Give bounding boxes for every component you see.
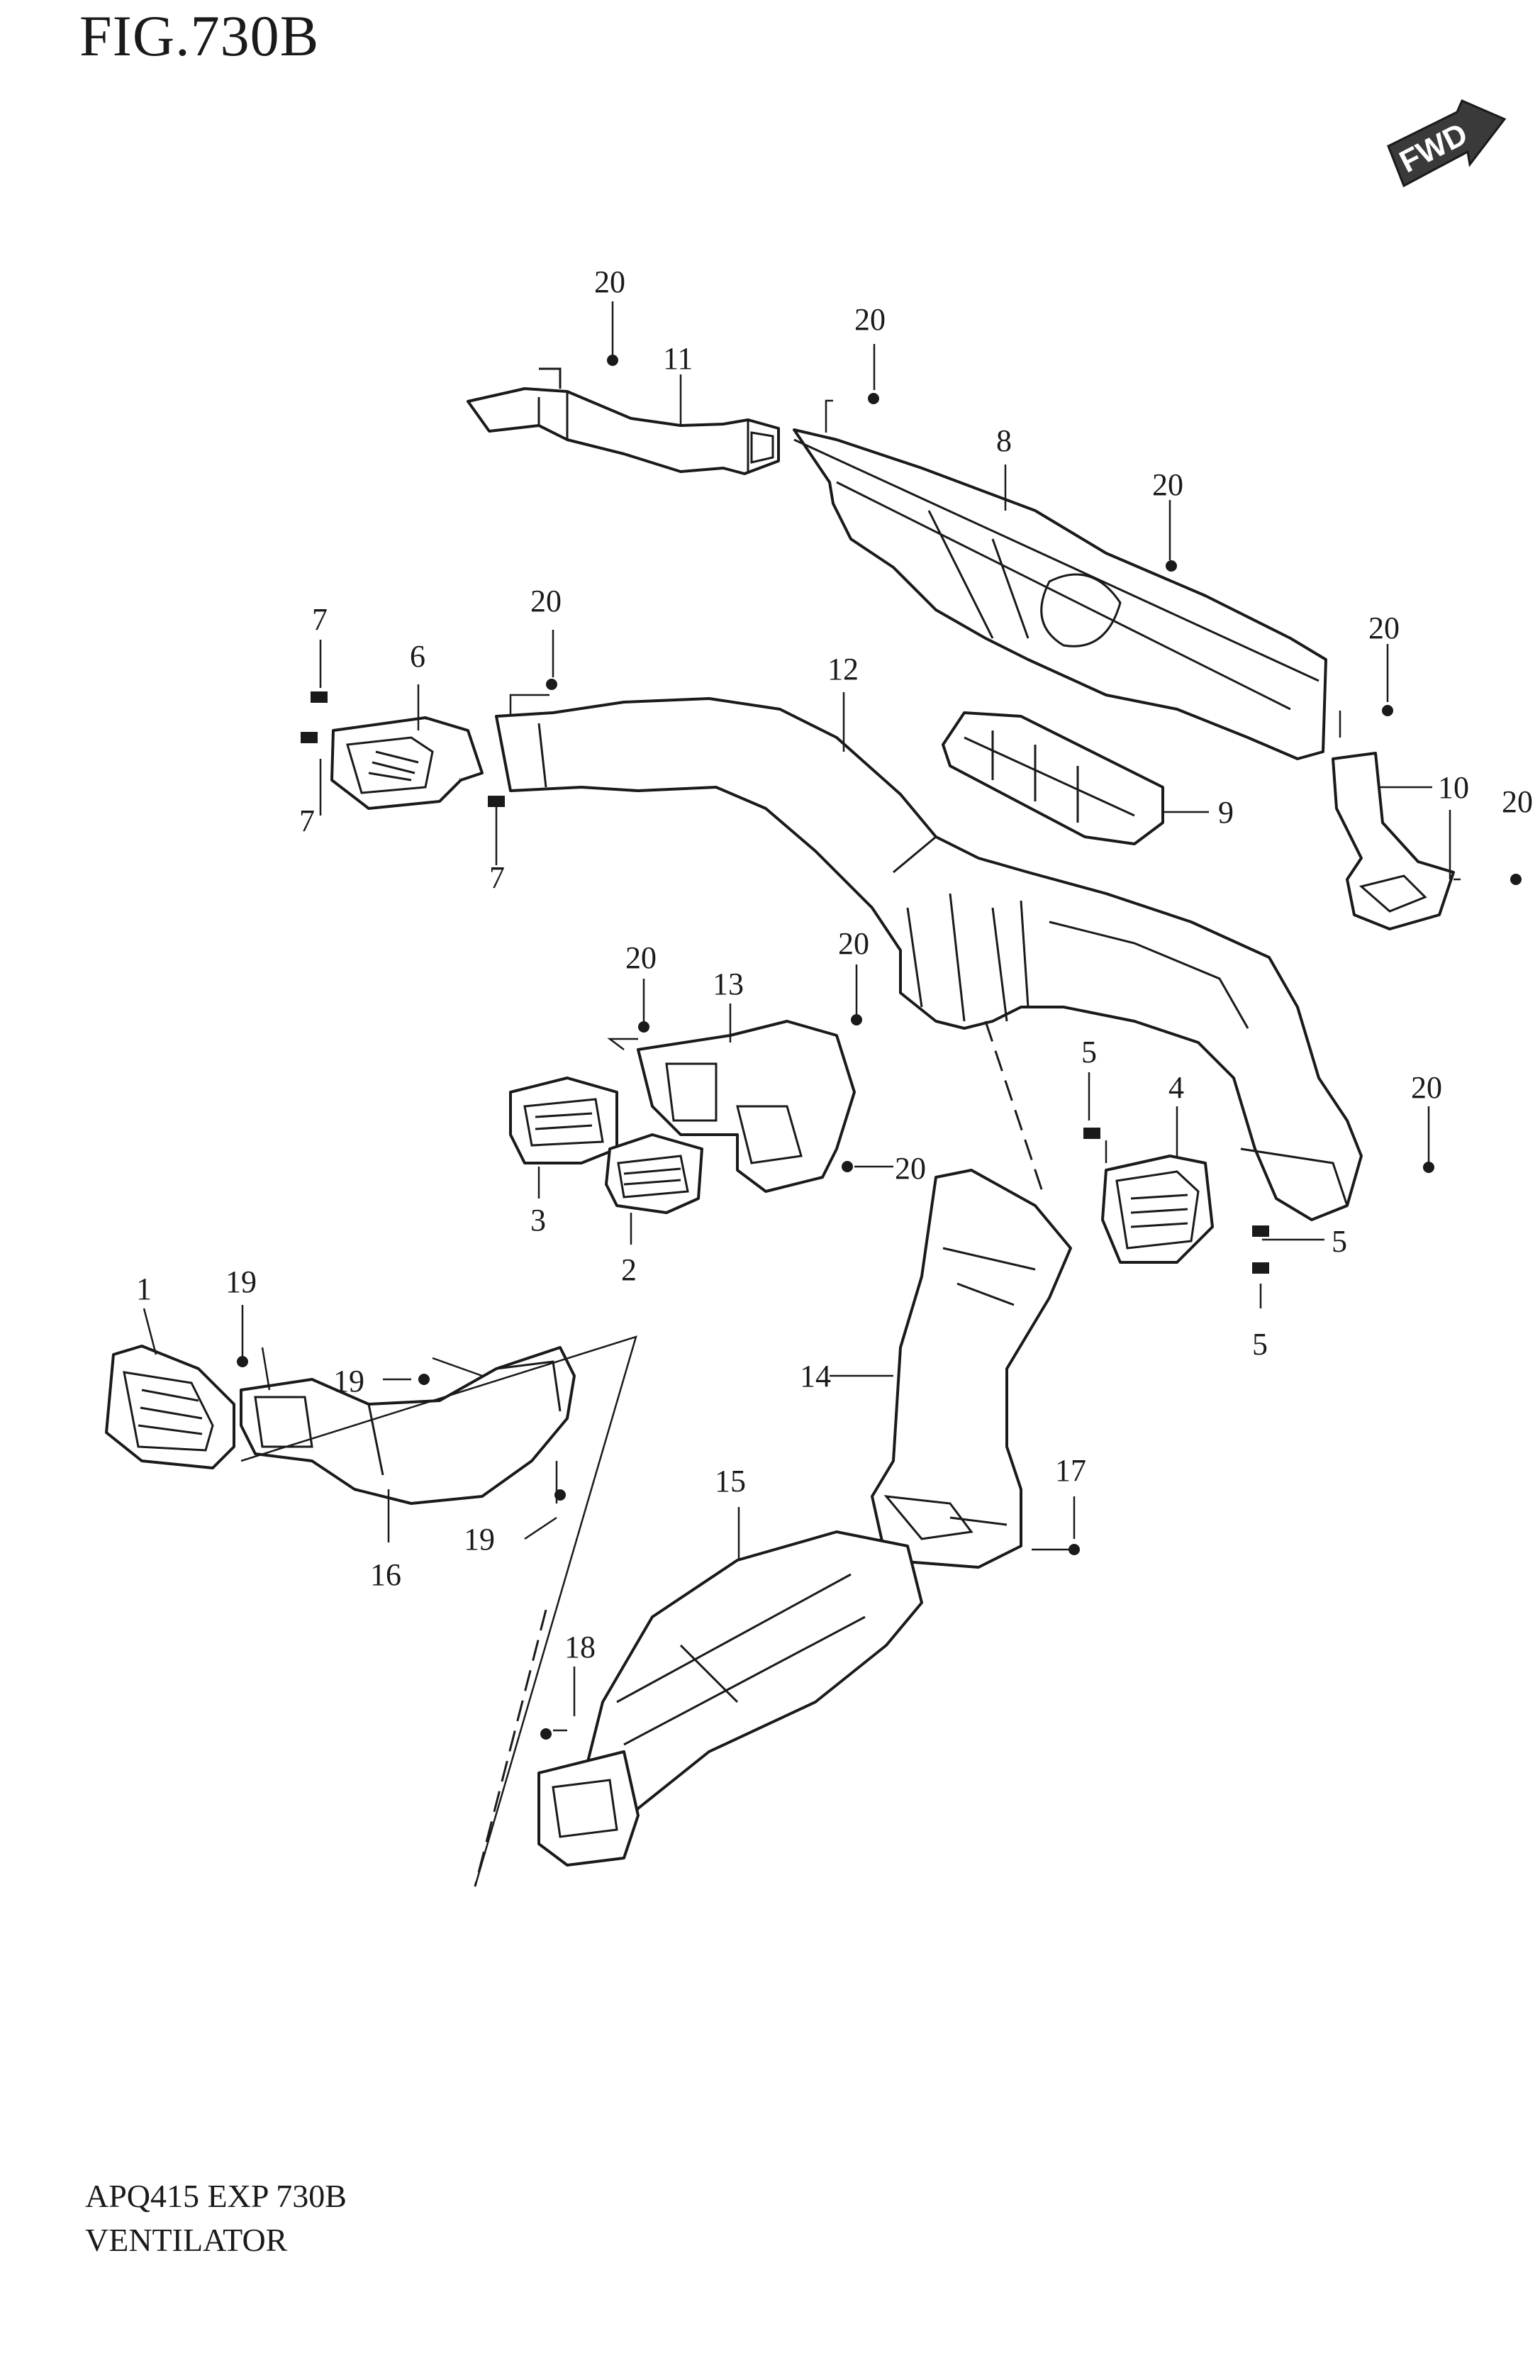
callout-12: 12 (827, 652, 859, 686)
callout-20-g: 20 (625, 940, 657, 975)
fastener-icons (237, 355, 1522, 1740)
leader-lines (143, 301, 1461, 1732)
callout-20-i: 20 (895, 1151, 926, 1186)
callout-19-a: 19 (225, 1264, 257, 1299)
callout-5-a: 5 (1081, 1035, 1097, 1069)
callout-14: 14 (800, 1359, 831, 1394)
callout-17: 17 (1055, 1453, 1086, 1488)
callout-7-c: 7 (489, 860, 505, 895)
figure-name: VENTILATOR (85, 2222, 288, 2258)
callout-20-e: 20 (530, 584, 562, 618)
callout-2: 2 (621, 1252, 637, 1287)
duct-11 (467, 367, 780, 475)
callout-10: 10 (1438, 770, 1469, 805)
duct-10 (1332, 752, 1455, 930)
register-4 (1101, 1155, 1214, 1264)
duct-8 (793, 428, 1327, 760)
duct-15 (537, 1530, 923, 1867)
callout-15: 15 (715, 1464, 746, 1498)
duct-13 (637, 1020, 856, 1193)
callout-20-b: 20 (854, 302, 886, 337)
callout-8: 8 (996, 423, 1012, 458)
callout-20-f: 20 (1502, 784, 1533, 819)
callout-11: 11 (663, 341, 693, 376)
callout-1: 1 (136, 1272, 152, 1306)
callout-19-c: 19 (464, 1522, 495, 1557)
callout-4: 4 (1168, 1070, 1184, 1105)
register-2 (605, 1133, 703, 1214)
callout-5-b: 5 (1332, 1224, 1347, 1259)
figure-title: FIG.730B (79, 4, 320, 68)
duct-12 (495, 697, 1363, 1221)
register-6 (330, 716, 484, 810)
register-1 (105, 1345, 235, 1469)
callout-9: 9 (1218, 795, 1234, 830)
callout-6: 6 (410, 639, 425, 674)
forward-arrow-icon: FWD (1387, 99, 1507, 188)
grille-9 (942, 711, 1164, 845)
callout-20-d: 20 (1368, 611, 1400, 645)
register-3 (509, 1077, 618, 1164)
callout-5-c: 5 (1252, 1327, 1268, 1362)
duct-16 (240, 1346, 576, 1505)
callout-16: 16 (370, 1557, 401, 1592)
callout-20-c: 20 (1152, 467, 1183, 502)
callout-20-h: 20 (838, 926, 869, 961)
callout-20-j: 20 (1411, 1070, 1442, 1105)
duct-14 (871, 1169, 1072, 1569)
callout-20-a: 20 (594, 265, 625, 299)
callout-19-b: 19 (333, 1364, 364, 1398)
callout-3: 3 (530, 1203, 546, 1238)
callout-7-a: 7 (312, 602, 328, 637)
callout-18: 18 (564, 1630, 596, 1664)
callout-13: 13 (713, 967, 744, 1001)
figure-code: APQ415 EXP 730B (85, 2178, 347, 2214)
callout-7-b: 7 (299, 803, 315, 838)
